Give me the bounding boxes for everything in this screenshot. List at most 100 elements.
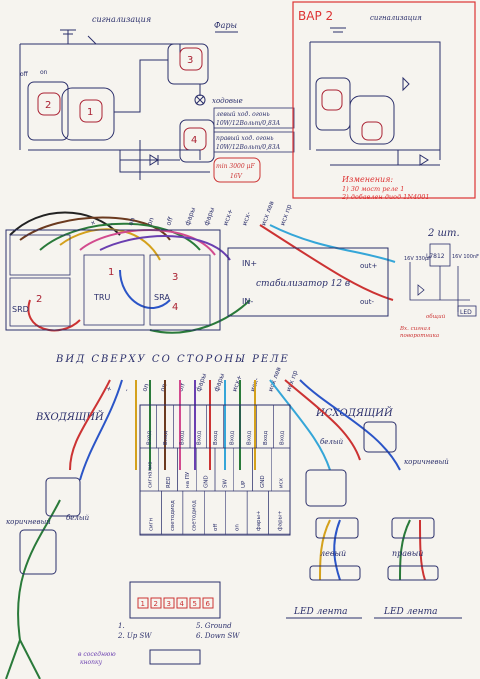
switch-pin-number: 4 xyxy=(180,600,185,608)
bottom-top-label: + xyxy=(104,385,113,393)
connector-cell-label: на ПУ xyxy=(185,471,191,488)
bottom-top-label: - xyxy=(122,387,131,393)
stab-in-minus: IN- xyxy=(242,297,253,306)
bottom-top-label: исх лев xyxy=(266,366,282,393)
middle-top-label: on xyxy=(145,216,155,226)
connector-cell-label: исх xyxy=(279,477,285,488)
capacitor-note-box xyxy=(213,157,261,183)
neighbor-note-1: в соседнюю xyxy=(78,651,116,658)
connector-cell-label: сигн xyxy=(149,518,155,531)
led-label: LED xyxy=(460,309,472,316)
relay-srd-label: SRD xyxy=(12,305,29,314)
neighbor-connector xyxy=(149,649,201,665)
var2-schematic xyxy=(309,27,441,166)
connector-cell-label: фары+ xyxy=(256,510,262,531)
incoming-label: ВХОДЯЩИЙ xyxy=(35,411,104,423)
connector-cell-label: GND xyxy=(260,475,266,488)
relay-circle-sra-3: 3 xyxy=(172,272,178,283)
connector-cell-label: сигнализ xyxy=(147,461,153,488)
middle-top-label: исх- xyxy=(240,210,253,226)
bottom-top-label: исх+ xyxy=(230,374,243,393)
pin-legend-6: 6. Down SW xyxy=(196,632,240,640)
connector-cell-label: Вход xyxy=(280,431,286,445)
qty-label: 2 шт. xyxy=(427,228,460,239)
white-left-label: белый xyxy=(66,514,90,522)
connector-cell-label: Вход xyxy=(230,431,236,445)
middle-top-label: исх лев xyxy=(259,200,275,227)
led-box xyxy=(457,305,477,317)
switch-pin-number: 3 xyxy=(167,600,171,608)
connector-cell-label: фары+ xyxy=(277,510,283,531)
cap-right-label: 16V 100nF xyxy=(452,254,479,260)
stab-out-minus: out- xyxy=(360,298,374,306)
right-parking-note-1: правый ход. огонь xyxy=(216,135,274,142)
outgoing-label: ИСХОДЯЩИЙ xyxy=(315,407,393,419)
var2-change-2: 2) добавлен диод 1N4001 xyxy=(341,193,430,201)
left-connector-plug xyxy=(45,477,81,517)
switch-pin-number: 1 xyxy=(141,600,145,608)
right-parking-note-2: 10W/12Вольт/0,83А xyxy=(216,144,281,151)
right-parking-box xyxy=(213,131,295,153)
pin-legend-1: 1. xyxy=(118,622,125,630)
turn-note-1: Вх. сигнал xyxy=(399,326,431,332)
left-led-strip-plug xyxy=(309,565,361,581)
relay-circle-3: 3 xyxy=(187,55,193,66)
left-parking-note-2: 10W/12Вольт/0,83А xyxy=(216,120,281,127)
relay-srd xyxy=(9,277,71,327)
relay-srd-top xyxy=(9,234,71,276)
switch-body xyxy=(129,581,221,619)
middle-top-label: фары xyxy=(202,206,216,226)
view-title: ВИД СВЕРХУ СО СТОРОНЫ РЕЛЕ xyxy=(55,354,290,365)
capacitor-note-2: 16V xyxy=(230,173,243,180)
switch-pin-number: 5 xyxy=(193,600,197,608)
left-side-label: левый xyxy=(320,549,346,558)
chip-label: L7812 xyxy=(426,253,445,260)
relay-circle-1: 1 xyxy=(87,107,93,118)
connector-cell-label: Вход xyxy=(213,431,219,445)
brown-right-label: коричневый xyxy=(404,458,449,466)
connector-cell-label: светодиод xyxy=(192,500,198,531)
pin-legend-5: 5. Ground xyxy=(196,622,232,630)
top-left-schematic xyxy=(19,29,238,180)
signal-label: сигнализация xyxy=(92,15,151,24)
switch-pin xyxy=(150,597,162,609)
var2-frame xyxy=(292,1,476,199)
pin-legend-2: 2. Up SW xyxy=(117,632,152,640)
led-strip-right-label: LED лента xyxy=(383,607,438,617)
connector-cell-label: Вход xyxy=(196,431,202,445)
right-connector-plug xyxy=(305,469,347,507)
right-connector-socket xyxy=(363,421,397,453)
connector-cell-label: Вход xyxy=(246,431,252,445)
stab-in-plus: IN+ xyxy=(242,259,257,268)
middle-wires xyxy=(9,211,396,334)
connector-cell-label: Вход xyxy=(263,431,269,445)
bottom-top-label: on xyxy=(158,382,168,392)
connector-cell-label: светодиод xyxy=(170,500,176,531)
switch-pin xyxy=(176,597,188,609)
relay-sra xyxy=(149,254,211,326)
bottom-top-label: off xyxy=(176,382,187,393)
stabilizer-box xyxy=(227,247,389,317)
var2-signal-label: сигнализация xyxy=(370,14,422,22)
bottom-top-label: on xyxy=(140,382,150,392)
neighbor-note-2: кнопку xyxy=(80,659,103,666)
middle-top-label: исх пр xyxy=(278,203,293,226)
connector-cell-label: Вход xyxy=(146,431,152,445)
middle-top-label: + xyxy=(88,219,97,227)
relay-circle-4: 4 xyxy=(172,302,178,313)
left-parking-note-1: левый ход. огонь xyxy=(216,111,270,118)
parking-label: ходовые xyxy=(212,97,243,105)
switch-pin-number: 2 xyxy=(154,600,158,608)
connector-cell-label: on xyxy=(234,524,240,531)
right-side-label: правый xyxy=(392,549,423,558)
middle-top-label: off xyxy=(164,216,175,227)
common-note: общий xyxy=(426,313,446,320)
relay-block xyxy=(5,229,221,331)
connector-cell-label: off xyxy=(213,524,219,531)
relay-sra-label: SRA xyxy=(154,293,170,302)
middle-top-label: on xyxy=(126,216,136,226)
